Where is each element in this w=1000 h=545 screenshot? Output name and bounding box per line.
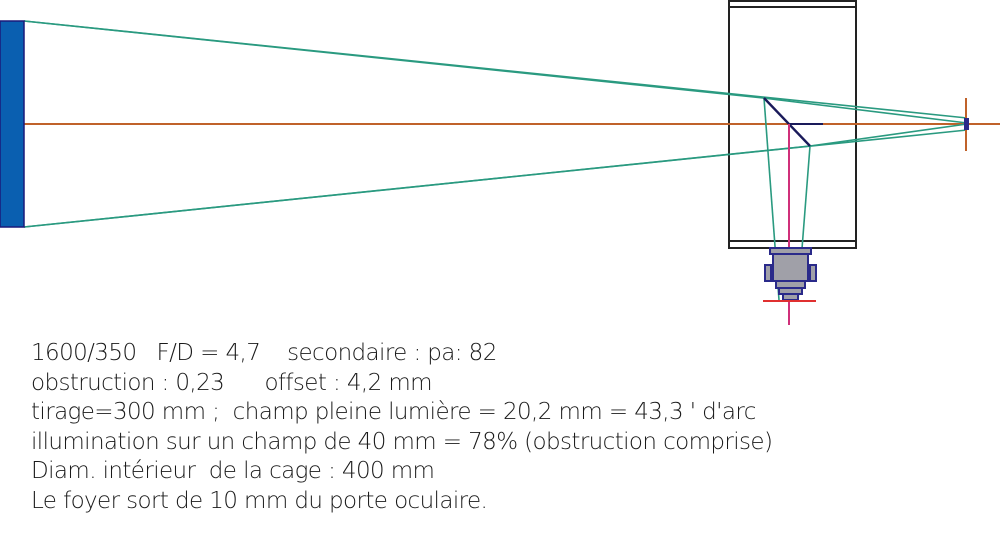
telescope-optical-diagram xyxy=(0,0,1000,325)
spec-back-focus-field: tirage=300 mm ; champ pleine lumière = 2… xyxy=(31,399,756,425)
light-cone xyxy=(23,20,968,301)
focal-point xyxy=(964,98,969,151)
specifications-caption: 1600/350 F/D = 4,7 secondaire : pa: 82 o… xyxy=(31,339,991,516)
spec-illumination: illumination sur un champ de 40 mm = 78%… xyxy=(31,428,773,455)
spec-cage-diameter: Diam. intérieur de la cage : 400 mm xyxy=(31,458,435,484)
spec-focus-exit: Le foyer sort de 10 mm du porte oculaire… xyxy=(31,487,488,514)
spec-focal-ratio: 1600/350 F/D = 4,7 secondaire : pa: 82 xyxy=(31,340,497,366)
secondary-mirror xyxy=(763,97,823,147)
spec-obstruction: obstruction : 0,23 offset : 4,2 mm xyxy=(31,369,433,396)
focuser xyxy=(764,247,817,301)
primary-mirror xyxy=(0,20,25,228)
